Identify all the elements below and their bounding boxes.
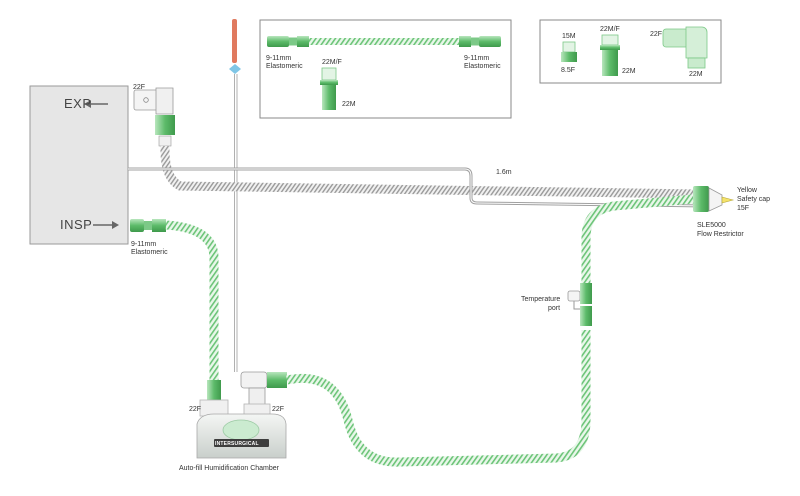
insp-connector-label-2: Elastomeric [131, 249, 168, 256]
heated-inspiratory-tube [286, 330, 591, 467]
expiratory-tube [160, 145, 698, 199]
exp-arrow-icon [84, 100, 108, 108]
inset-22mf-adapter [320, 67, 338, 110]
adapter-a-bottom-label: 8.5F [561, 67, 576, 74]
chamber-label: Auto-fill Humidification Chamber [179, 465, 279, 472]
chamber-brand-text: INTERSURGICAL [215, 441, 259, 447]
temperature-probe [229, 19, 241, 372]
insp-connector [130, 219, 166, 232]
safety-cap-label-1: Yellow [737, 187, 757, 194]
chamber-outlet-label: 22F [272, 406, 285, 413]
patient-side-tube [581, 194, 694, 283]
inset-elbow-adapter [662, 26, 708, 69]
yellow-safety-cap-icon [721, 196, 735, 204]
insp-label: INSP [60, 217, 93, 232]
flow-restrictor-label-1: SLE5000 [697, 222, 726, 229]
temperature-port-label-2: port [548, 305, 561, 312]
heater-wire [128, 167, 708, 208]
temperature-port-label-1: Temperature [521, 296, 561, 303]
inset-right-connector-label-2: Elastomeric [464, 63, 501, 70]
adapter-a-top-label: 15M [562, 33, 576, 40]
exp-elbow-connector [133, 87, 175, 147]
safety-cap-label-2: Safety cap [737, 196, 771, 203]
exp-port-label: 22F [133, 84, 146, 91]
inspiratory-tube [165, 220, 219, 380]
insp-connector-label-1: 9-11mm [131, 241, 157, 248]
chamber-inlet-connector [207, 380, 221, 400]
flow-restrictor-label-2: Flow Restrictor [697, 231, 744, 238]
elbow-bottom-label: 22M [689, 71, 703, 78]
tube-length-label: 1.6m [496, 169, 512, 176]
adapter-b-top-label: 22M/F [600, 26, 620, 33]
inset-22m-adapter [600, 34, 620, 76]
exp-label: EXP [64, 96, 92, 111]
adapter-b-bottom-label: 22M [622, 68, 636, 75]
chamber-outlet-elbow [240, 371, 287, 407]
chamber-brand-badge [214, 439, 269, 447]
inset-15m-adapter [561, 41, 577, 62]
inset-left-connector-label-1: 9-11mm [266, 55, 292, 62]
inset-right-connector-label-1: 9-11mm [464, 55, 490, 62]
insp-arrow-icon [93, 221, 119, 229]
flow-restrictor [693, 186, 735, 212]
safety-cap-label-3: 15F [737, 205, 750, 212]
chamber-inlet-label: 22F [189, 406, 202, 413]
inset-adapter-top-label: 22M/F [322, 59, 342, 66]
inset-adapter-bottom-label: 22M [342, 101, 356, 108]
elbow-left-label: 22F [650, 31, 663, 38]
humidification-chamber [196, 399, 287, 459]
temperature-port-connector [567, 283, 592, 326]
inset-left-connector-label-2: Elastomeric [266, 63, 303, 70]
inset-tube-assembly [267, 36, 501, 47]
ventilator-box [29, 85, 129, 245]
